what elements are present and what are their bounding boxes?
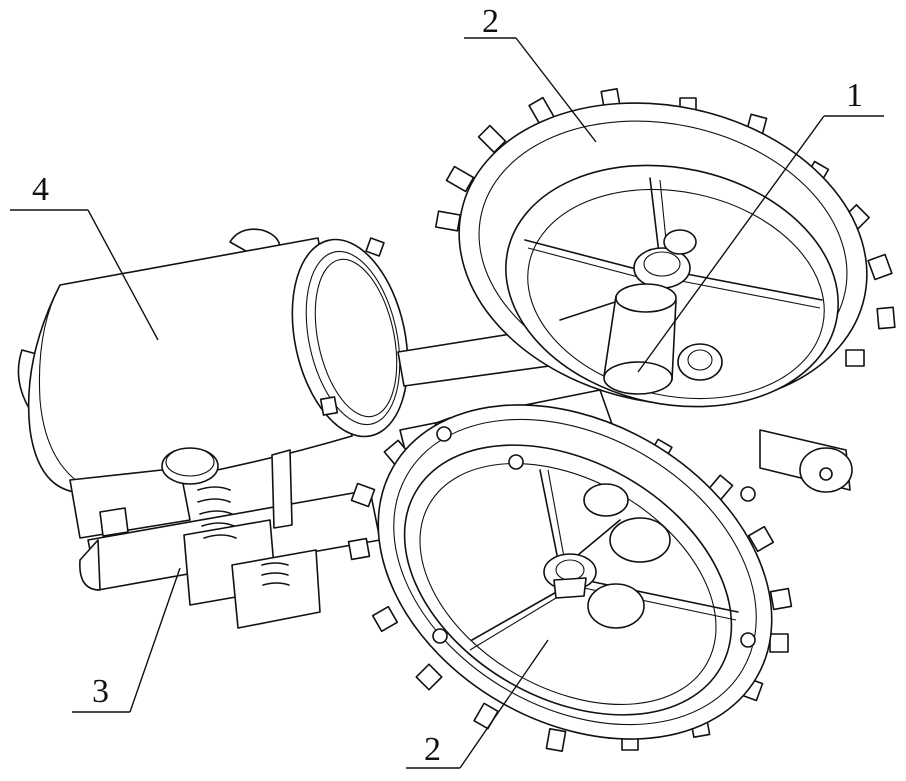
label-2-top: 2 bbox=[482, 3, 499, 40]
lever-arm bbox=[760, 430, 852, 492]
label-3: 3 bbox=[92, 673, 109, 710]
mounting-frame bbox=[70, 448, 380, 628]
label-4: 4 bbox=[32, 171, 49, 208]
label-2-bottom: 2 bbox=[424, 731, 441, 768]
motor-cylinder bbox=[18, 229, 424, 493]
label-1: 1 bbox=[846, 77, 863, 114]
